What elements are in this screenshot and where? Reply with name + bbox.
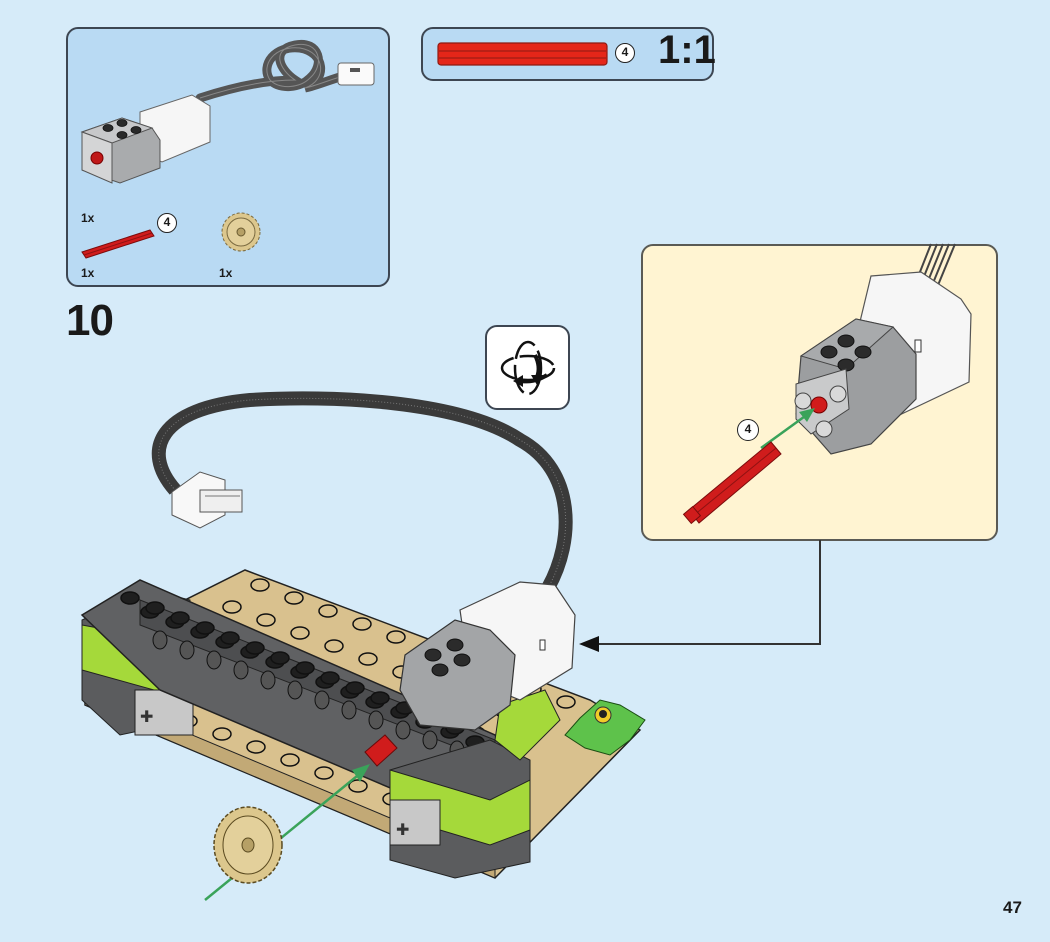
callout-pointer-arrow — [579, 540, 821, 652]
beam-stud — [220, 631, 240, 645]
parts-gear-illustration — [221, 212, 261, 252]
rotate-model-icon — [500, 340, 556, 396]
baseplate-stud — [352, 617, 372, 631]
baseplate-stud — [280, 753, 300, 767]
assembly-motor — [399, 581, 576, 731]
beam-hole — [233, 660, 249, 680]
ruler-axle-bar — [437, 42, 608, 66]
beam-holes — [152, 630, 465, 760]
ruler-length-badge: 4 — [615, 43, 635, 63]
beam-hole — [287, 680, 303, 700]
parts-motor-axle-hole — [90, 151, 104, 165]
baseplate-stud — [290, 626, 310, 640]
baseplate-stud — [246, 740, 266, 754]
beam-stud — [320, 671, 340, 685]
beam-hole — [422, 730, 438, 750]
beam-hole — [260, 670, 276, 690]
baseplate-stud — [556, 695, 576, 709]
callout-axle — [682, 441, 782, 525]
rotate-indicator — [485, 325, 570, 410]
parts-cable-connector — [337, 62, 375, 86]
parts-motor-illustration — [80, 39, 375, 184]
beam-stud — [145, 601, 165, 615]
beam-hole — [152, 630, 168, 650]
callout-axle-length-badge: 4 — [737, 419, 759, 441]
parts-axle-illustration — [81, 229, 155, 259]
beam-hole — [206, 650, 222, 670]
baseplate-stud — [358, 652, 378, 666]
beam-stud — [370, 691, 390, 705]
beam-stud — [120, 591, 140, 605]
parts-gear-quantity: 1x — [219, 266, 233, 280]
baseplate-stud — [324, 639, 344, 653]
ruler-scale-label: 1:1 — [658, 28, 716, 72]
baseplate-stud — [250, 578, 270, 592]
assembly-gear — [213, 806, 283, 884]
beam-hole — [368, 710, 384, 730]
parts-motor-quantity: 1x — [81, 211, 95, 225]
beam-hole — [341, 700, 357, 720]
step-number: 10 — [66, 296, 114, 345]
assembly-cable-connector — [171, 471, 243, 529]
assembly-axle — [364, 734, 398, 767]
baseplate-stud — [256, 613, 276, 627]
page-number: 47 — [1003, 898, 1022, 917]
callout-illustration — [682, 243, 972, 525]
parts-axle-length-badge: 4 — [157, 213, 177, 233]
beam-hole — [395, 720, 411, 740]
baseplate-stud — [212, 727, 232, 741]
beam-hole — [179, 640, 195, 660]
beam-hole — [314, 690, 330, 710]
svg-text:✚: ✚ — [396, 822, 409, 839]
baseplate-stud — [222, 600, 242, 614]
svg-text:✚: ✚ — [140, 709, 153, 726]
baseplate-stud — [314, 766, 334, 780]
beam-stud — [170, 611, 190, 625]
callout-motor-axle-hole — [810, 396, 828, 414]
baseplate-stud — [386, 630, 406, 644]
parts-axle-quantity: 1x — [81, 266, 95, 280]
baseplate-stud — [318, 604, 338, 618]
assembly-right-support: ✚ — [389, 689, 561, 879]
assembly-flower — [564, 699, 646, 756]
beam-stud — [295, 661, 315, 675]
beam-stud — [245, 641, 265, 655]
beam-stud — [195, 621, 215, 635]
beam-stud — [270, 651, 290, 665]
beam-stud — [345, 681, 365, 695]
baseplate-stud — [348, 779, 368, 793]
baseplate-stud — [284, 591, 304, 605]
assembly-cable — [151, 391, 573, 592]
callout-insert-arrow — [760, 412, 809, 450]
